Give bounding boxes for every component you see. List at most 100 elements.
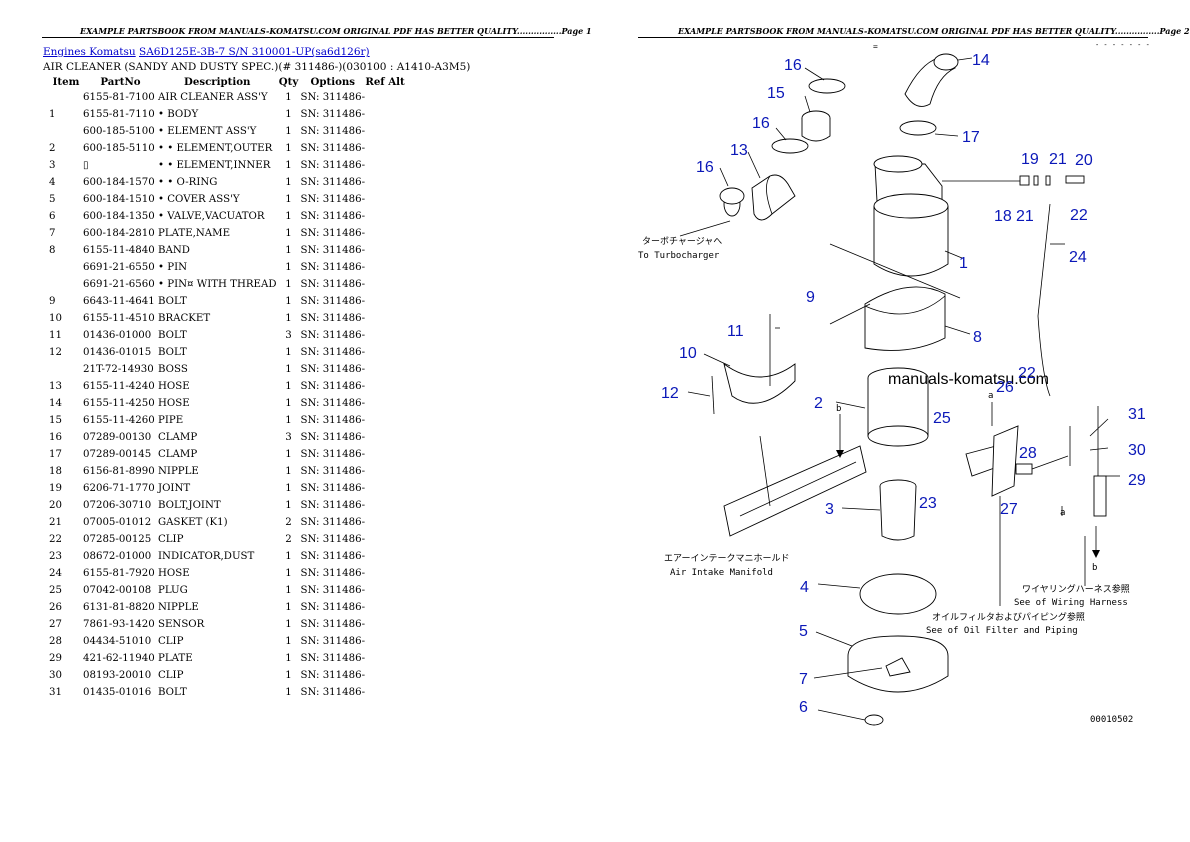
col-description: Description [184, 76, 251, 88]
cell-ref-alt [365, 364, 405, 381]
cell-ref-alt [365, 262, 405, 279]
cell-options: SN: 311486- [300, 619, 366, 630]
cell-description: INDICATOR,DUST [158, 551, 255, 562]
cell-partno: 600-185-5110 [83, 143, 155, 154]
callout-30: 30 [1128, 442, 1146, 459]
cell-ref-alt [365, 330, 405, 347]
cell-item: 26 [49, 602, 62, 613]
cell-partno: 01435-01016 [83, 687, 152, 698]
cell-partno: 600-184-1510 [83, 194, 155, 205]
cell-partno: 6155-11-4250 [83, 398, 155, 409]
cell-options: SN: 311486- [300, 466, 366, 477]
callout-31: 31 [1128, 406, 1146, 423]
cell-qty: 1 [285, 398, 292, 409]
col-partno: PartNo [100, 76, 141, 88]
callout-21-a: 21 [1049, 151, 1067, 168]
cell-partno: 01436-01015 [83, 347, 152, 358]
callout-22-b: 22 [1018, 365, 1036, 382]
cell-options: SN: 311486- [300, 92, 366, 103]
bolt-9-drawing [829, 303, 871, 325]
valve-6-drawing [864, 714, 884, 726]
callout-5: 5 [799, 623, 808, 640]
cell-options: SN: 311486- [300, 313, 366, 324]
cell-partno: 600-184-2810 [83, 228, 155, 239]
cell-qty: 1 [285, 296, 292, 307]
cell-options: SN: 311486- [300, 228, 366, 239]
cell-item: 19 [49, 483, 62, 494]
cell-qty: 1 [285, 347, 292, 358]
cell-ref-alt [365, 636, 405, 653]
cell-description: BOLT [158, 330, 187, 341]
callout-28: 28 [1019, 445, 1037, 462]
wiring-label-jp: ワイヤリングハーネス参照 [1022, 583, 1130, 595]
cell-item: 25 [49, 585, 62, 596]
callout-14: 14 [972, 52, 990, 69]
callout-15: 15 [767, 85, 785, 102]
cell-qty: 1 [285, 126, 292, 137]
callout-4: 4 [800, 579, 809, 596]
cell-qty: 1 [285, 109, 292, 120]
cell-description: BOLT [158, 347, 187, 358]
breadcrumb-link-engines[interactable]: Engines Komatsu [43, 46, 136, 58]
oring-4-drawing [859, 573, 937, 615]
callout-22-a: 22 [1070, 207, 1088, 224]
cell-qty: 1 [285, 92, 292, 103]
cell-description: GASKET (K1) [158, 517, 228, 528]
cell-description: BOSS [158, 364, 188, 375]
bolt-12-drawing [711, 375, 715, 415]
cell-ref-alt [365, 500, 405, 517]
cell-ref-alt [365, 160, 405, 177]
callout-29: 29 [1128, 472, 1146, 489]
cell-item [42, 262, 83, 279]
callout-1: 1 [959, 255, 968, 272]
cell-options: SN: 311486- [300, 364, 366, 375]
col-qty: Qty [278, 76, 299, 88]
svg-text:=: = [873, 42, 878, 51]
cell-options: SN: 311486- [300, 636, 366, 647]
turbo-label-en: To Turbocharger [638, 251, 720, 261]
cell-qty: 1 [285, 211, 292, 222]
cell-description: CLIP [158, 636, 184, 647]
cell-partno: 6131-81-8820 [83, 602, 155, 613]
cell-ref-alt [365, 245, 405, 262]
breadcrumb-link-model[interactable]: SA6D125E-3B-7 S/N 310001-UP(sa6d126r) [139, 46, 370, 58]
cell-qty: 1 [285, 228, 292, 239]
cell-qty: 2 [285, 517, 292, 528]
cell-item: 8 [49, 245, 56, 256]
cell-partno: 600-184-1350 [83, 211, 155, 222]
cell-description: CLAMP [158, 449, 198, 460]
cell-item: 28 [49, 636, 62, 647]
cell-description: CLAMP [158, 432, 198, 443]
cell-ref-alt [365, 483, 405, 500]
plate-29-drawing [1069, 406, 1107, 517]
svg-text:b: b [1092, 563, 1097, 573]
cell-item: 29 [49, 653, 62, 664]
cell-item: 1 [49, 109, 56, 120]
callout-16-b: 16 [752, 115, 770, 132]
cell-ref-alt [365, 126, 405, 143]
callout-16-a: 16 [784, 57, 802, 74]
cell-ref-alt [365, 211, 405, 228]
clamp-16-drawing [719, 78, 846, 205]
cell-partno: 6155-81-7110 [83, 109, 155, 120]
cell-ref-alt [365, 517, 405, 534]
bracket-10-drawing [723, 314, 796, 404]
cell-description: • VALVE,VACUATOR [158, 211, 265, 222]
cell-ref-alt [365, 670, 405, 687]
cell-options: SN: 311486- [300, 653, 366, 664]
cell-options: SN: 311486- [300, 177, 366, 188]
cell-qty: 1 [285, 160, 292, 171]
